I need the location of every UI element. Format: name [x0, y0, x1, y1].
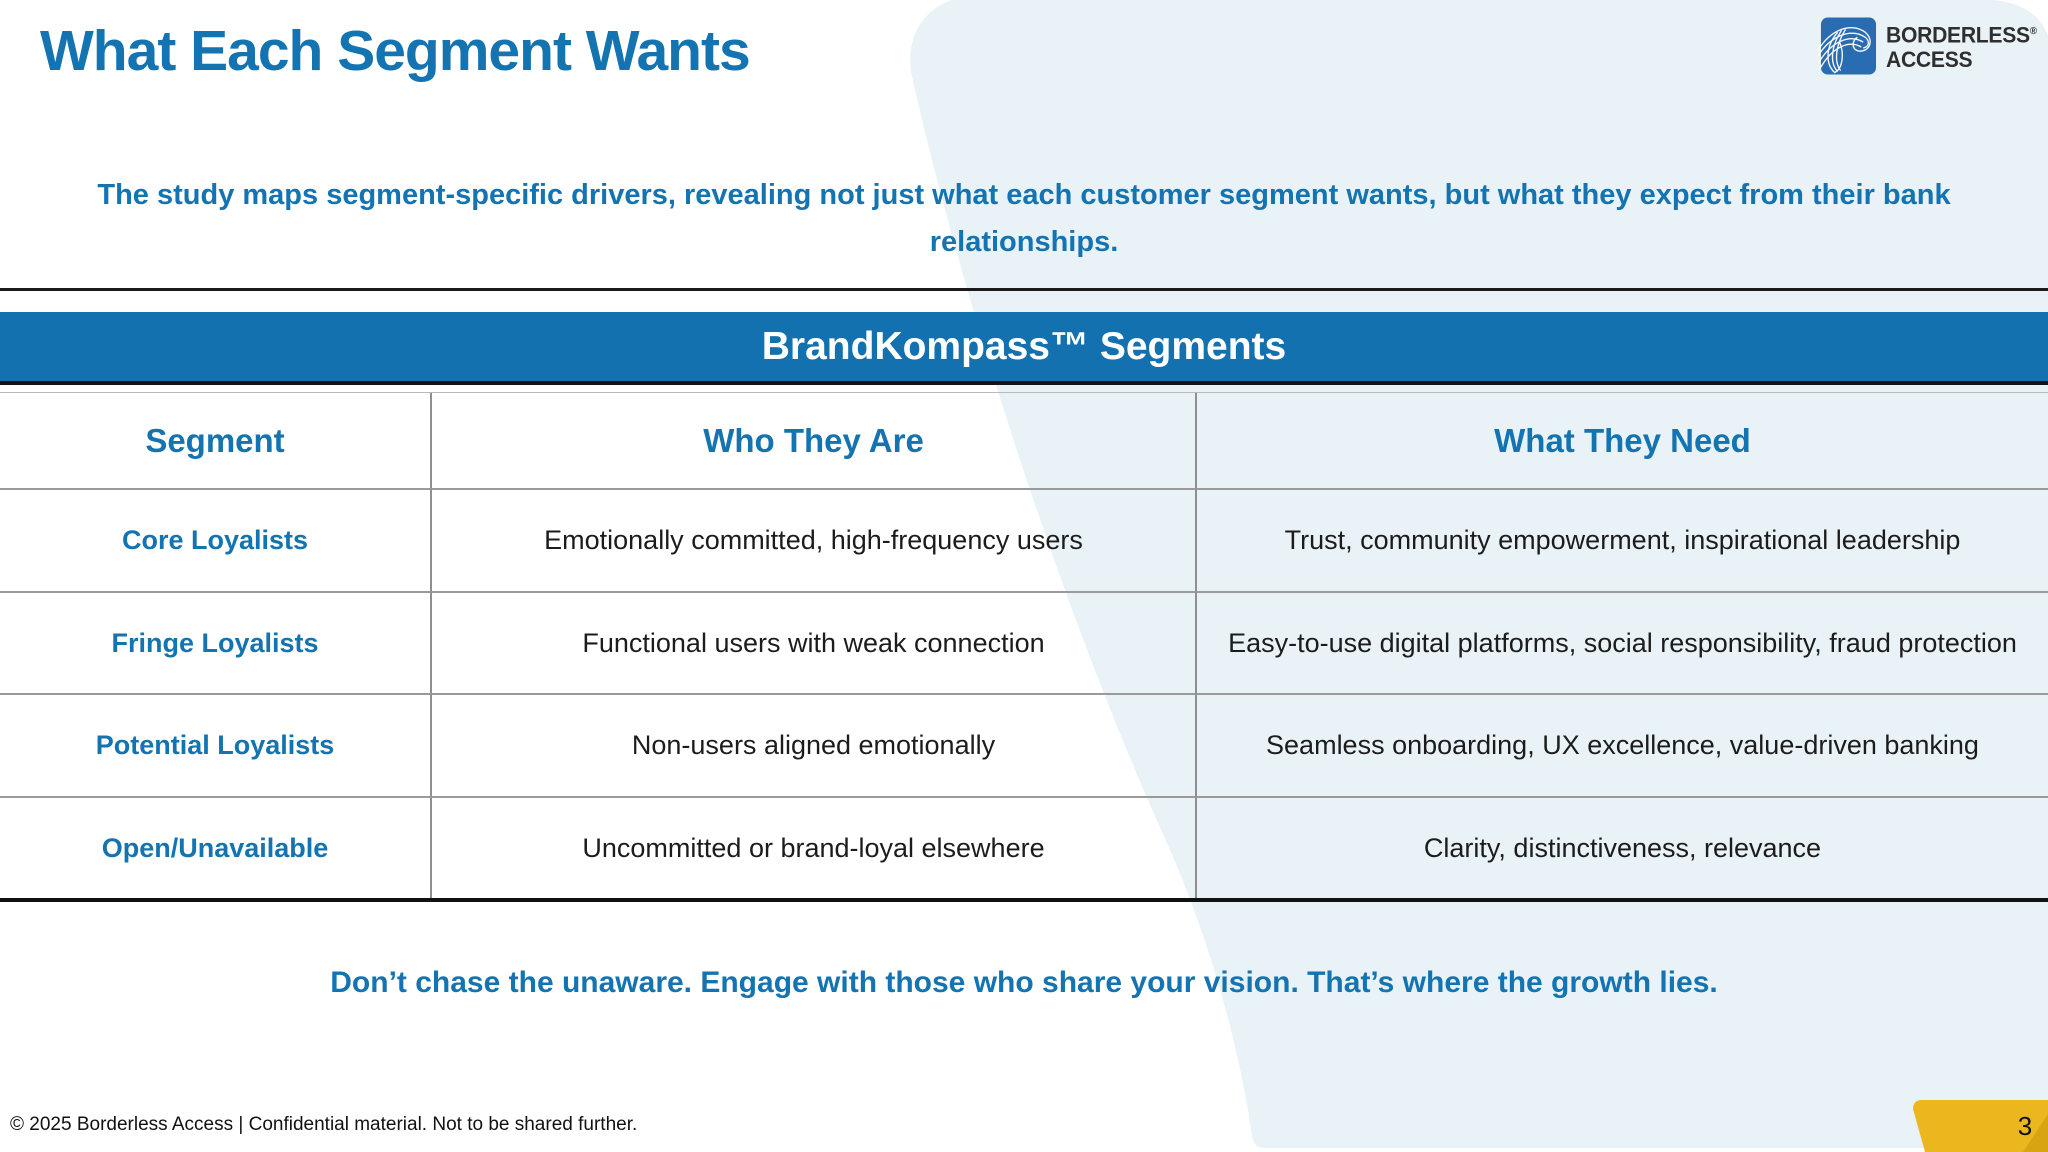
page-number-tab: 3: [1913, 1100, 2048, 1152]
need-cell: Trust, community empowerment, inspiratio…: [1195, 488, 2048, 591]
who-cell: Emotionally committed, high-frequency us…: [430, 488, 1195, 591]
who-cell: Non-users aligned emotionally: [430, 693, 1195, 796]
borderless-access-logo: BORDERLESS® ACCESS: [1818, 16, 2043, 76]
segment-cell: Potential Loyalists: [0, 693, 430, 796]
need-cell: Clarity, distinctiveness, relevance: [1195, 796, 2048, 898]
segments-table: Segment Who They Are What They Need Core…: [0, 392, 2048, 902]
column-header-segment: Segment: [145, 422, 285, 459]
key-takeaway: Don’t chase the unaware. Engage with tho…: [330, 966, 1718, 999]
logo-line2: ACCESS: [1886, 46, 1973, 72]
table-top-border: [0, 288, 2048, 291]
logo-line1: BORDERLESS: [1886, 22, 2030, 48]
who-cell: Functional users with weak connection: [430, 591, 1195, 693]
table-banner: BrandKompass™ Segments: [0, 312, 2048, 385]
segment-cell: Open/Unavailable: [0, 796, 430, 898]
segment-cell: Fringe Loyalists: [0, 591, 430, 693]
segment-cell: Core Loyalists: [0, 488, 430, 591]
table-banner-label: BrandKompass™ Segments: [761, 324, 1287, 368]
slide-subtitle: The study maps segment-specific drivers,…: [0, 172, 2048, 266]
confidentiality-footer: © 2025 Borderless Access | Confidential …: [10, 1114, 638, 1135]
page-number: 3: [2018, 1111, 2032, 1141]
logo-wordmark: BORDERLESS® ACCESS: [1886, 20, 2037, 71]
registered-mark: ®: [2029, 26, 2037, 38]
column-header-what-they-need: What They Need: [1195, 393, 2048, 488]
need-cell: Seamless onboarding, UX excellence, valu…: [1195, 693, 2048, 796]
page-title: What Each Segment Wants: [40, 19, 751, 83]
need-cell: Easy-to-use digital platforms, social re…: [1195, 591, 2048, 693]
subtitle-text: The study maps segment-specific drivers,…: [97, 179, 1951, 258]
column-header-who-they-are: Who They Are: [430, 393, 1195, 488]
who-cell: Uncommitted or brand-loyal elsewhere: [430, 796, 1195, 898]
logo-swirl-icon: [1818, 17, 1877, 75]
